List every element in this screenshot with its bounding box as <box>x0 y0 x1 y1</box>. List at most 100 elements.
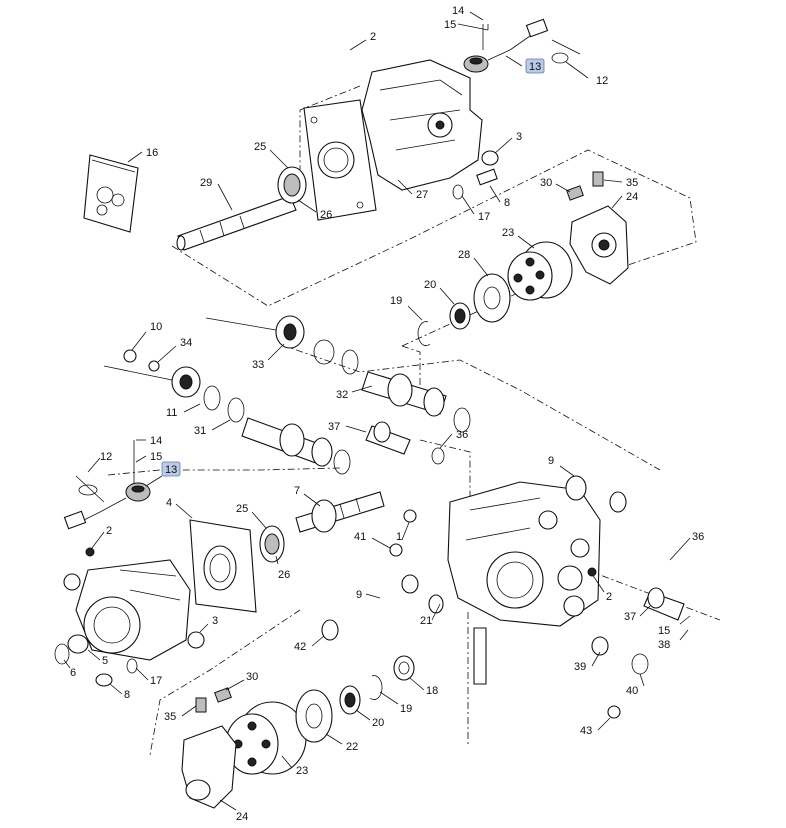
svg-text:26: 26 <box>278 569 290 581</box>
svg-text:36: 36 <box>456 429 468 441</box>
svg-text:3: 3 <box>516 131 522 143</box>
callout-2-upper: 2 <box>349 31 376 51</box>
svg-text:35: 35 <box>164 711 176 723</box>
svg-text:2: 2 <box>606 591 612 603</box>
callout-8-lower: 8 <box>109 683 130 701</box>
callout-37-lower: 37 <box>624 605 651 623</box>
endcap-plate-4 <box>189 519 257 613</box>
callout-24-lower: 24 <box>219 799 248 823</box>
callout-12-upper: 12 <box>551 39 608 87</box>
callout-9-lower: 9 <box>356 589 381 601</box>
svg-text:30: 30 <box>246 671 258 683</box>
svg-text:20: 20 <box>372 717 384 729</box>
svg-text:17: 17 <box>150 675 162 687</box>
svg-text:36: 36 <box>692 531 704 543</box>
cylinder-block-23-lower <box>225 701 307 775</box>
callout-17-lower: 17 <box>126 658 162 687</box>
callout-23-lower: 23 <box>281 755 308 777</box>
callout-29: 29 <box>200 177 233 211</box>
callout-25-upper: 25 <box>254 141 289 169</box>
svg-text:25: 25 <box>254 141 266 153</box>
callout-26-lower: 26 <box>275 555 290 581</box>
callout-28: 28 <box>458 249 489 277</box>
callout-39: 39 <box>574 651 601 673</box>
cylinder-block-23-upper <box>507 241 573 301</box>
callout-5: 5 <box>87 649 108 667</box>
rings-middle <box>203 339 445 465</box>
svg-text:37: 37 <box>624 611 636 623</box>
callout-4: 4 <box>166 497 193 519</box>
callout-19-lower: 19 <box>379 691 412 715</box>
coupler-34 <box>103 365 201 398</box>
svg-text:10: 10 <box>150 321 162 333</box>
svg-text:4: 4 <box>166 497 172 509</box>
callout-20-upper: 20 <box>424 279 455 305</box>
svg-text:24: 24 <box>626 191 638 203</box>
callout-35-lower: 35 <box>164 705 197 723</box>
svg-text:14: 14 <box>452 5 464 17</box>
svg-text:7: 7 <box>294 485 300 497</box>
svg-text:42: 42 <box>294 641 306 653</box>
svg-text:27: 27 <box>416 189 428 201</box>
callout-10: 10 <box>123 321 162 363</box>
svg-text:29: 29 <box>200 177 212 189</box>
callout-15-upper: 15 <box>444 19 489 31</box>
callout-21: 21 <box>420 603 441 627</box>
svg-text:8: 8 <box>124 689 130 701</box>
svg-text:13: 13 <box>165 464 177 476</box>
svg-text:15: 15 <box>150 451 162 463</box>
callout-1: 1 <box>396 509 417 543</box>
bearing-25-upper <box>277 166 307 204</box>
callout-25-lower: 25 <box>236 503 267 529</box>
swash-plate-28 <box>473 273 511 323</box>
svg-text:28: 28 <box>458 249 470 261</box>
svg-text:41: 41 <box>354 531 366 543</box>
callout-30-lower: 30 <box>225 671 258 691</box>
bearing-25-lower <box>259 525 285 563</box>
svg-text:40: 40 <box>626 685 638 697</box>
svg-text:23: 23 <box>502 227 514 239</box>
svg-text:19: 19 <box>390 295 402 307</box>
callout-8-upper: 8 <box>476 168 510 209</box>
svg-text:22: 22 <box>346 741 358 753</box>
charge-pump-33 <box>205 315 305 349</box>
svg-text:26: 26 <box>320 209 332 221</box>
svg-text:11: 11 <box>166 407 177 419</box>
svg-text:25: 25 <box>236 503 248 515</box>
svg-text:5: 5 <box>102 655 108 667</box>
svg-text:1: 1 <box>396 531 402 543</box>
callout-38: 38 <box>658 629 689 651</box>
callout-9-upper: 9 <box>548 455 575 477</box>
svg-text:43: 43 <box>580 725 592 737</box>
callout-22: 22 <box>325 733 358 753</box>
sensor-13-upper <box>463 18 549 73</box>
end-cover-lower <box>75 559 191 661</box>
lower-pump-housing <box>447 481 601 627</box>
svg-text:2: 2 <box>370 31 376 43</box>
svg-text:6: 6 <box>70 667 76 679</box>
svg-text:15: 15 <box>444 19 456 31</box>
callout-2-right: 2 <box>587 567 612 603</box>
callout-14-lower: 14 <box>136 435 162 447</box>
small-parts-lower <box>54 475 649 719</box>
callout-43: 43 <box>580 717 611 737</box>
svg-text:30: 30 <box>540 177 552 189</box>
svg-text:38: 38 <box>658 639 670 651</box>
swash-plate-22 <box>295 689 333 743</box>
svg-text:2: 2 <box>106 525 112 537</box>
svg-text:8: 8 <box>504 197 510 209</box>
bearing-20-lower <box>339 685 361 715</box>
svg-text:12: 12 <box>100 451 112 463</box>
callout-6: 6 <box>63 659 76 679</box>
snap-ring-19-upper <box>417 321 431 346</box>
snap-ring-19-lower <box>369 675 383 700</box>
svg-text:23: 23 <box>296 765 308 777</box>
svg-text:13: 13 <box>529 61 541 73</box>
callout-40: 40 <box>626 673 645 697</box>
valve-37-upper <box>365 421 411 455</box>
svg-text:16: 16 <box>146 147 158 159</box>
callout-15-lower: 15 <box>135 451 162 463</box>
callout-14-upper: 14 <box>452 5 484 21</box>
svg-text:35: 35 <box>626 177 638 189</box>
